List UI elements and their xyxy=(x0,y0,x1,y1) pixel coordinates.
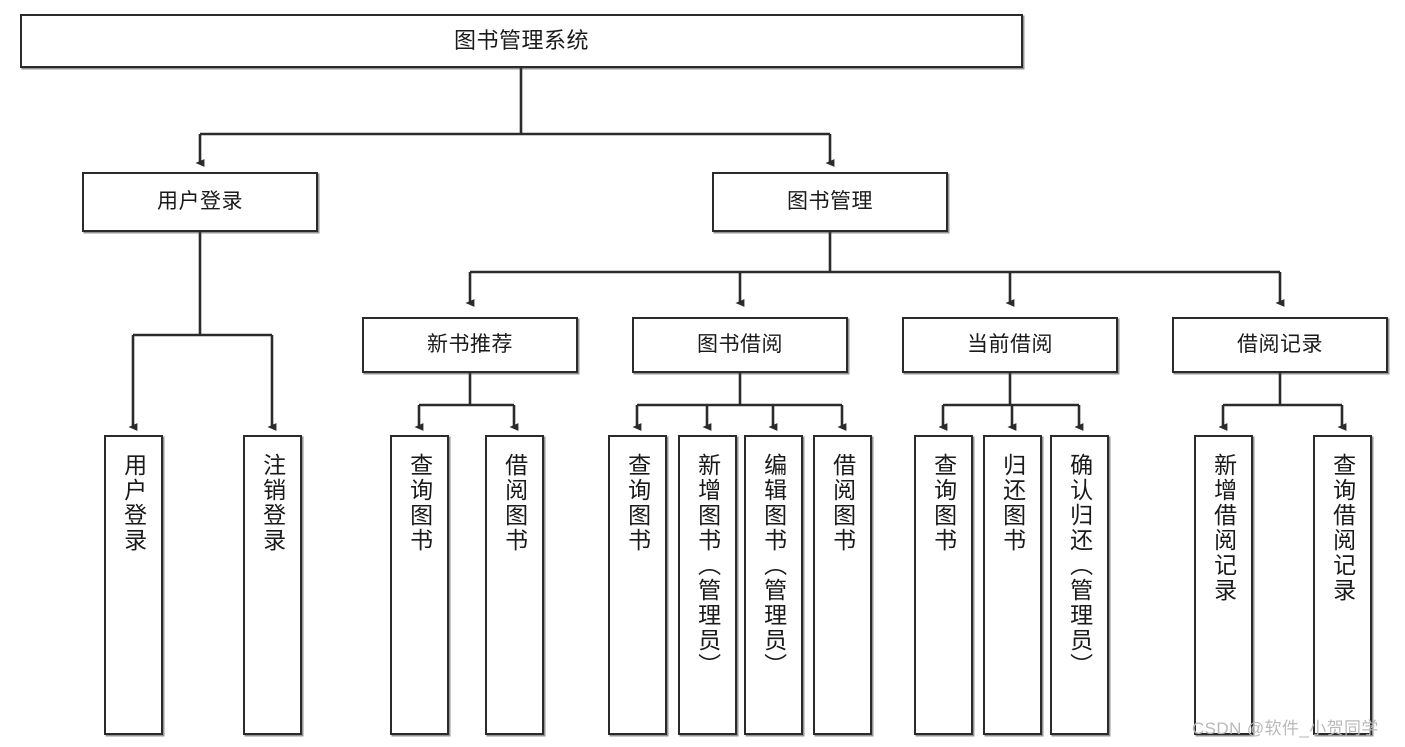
leaf-borrow-book-1[interactable]: 借阅图书 xyxy=(485,435,544,735)
leaf-borrow-book-1-label: 借阅图书 xyxy=(501,453,528,553)
leaf-edit-book[interactable]: 编辑图书（管理员） xyxy=(744,435,803,735)
leaf-user-login[interactable]: 用户登录 xyxy=(104,435,163,735)
node-user-login[interactable]: 用户登录 xyxy=(82,172,318,232)
leaf-query-book-1-label: 查询图书 xyxy=(406,453,433,553)
leaf-logout-login[interactable]: 注销登录 xyxy=(243,435,302,735)
leaf-user-login-label: 用户登录 xyxy=(120,453,147,553)
node-current-borrow-label: 当前借阅 xyxy=(967,332,1053,356)
leaf-return-book-label: 归还图书 xyxy=(999,453,1026,553)
leaf-logout-login-label: 注销登录 xyxy=(259,453,286,553)
node-book-borrow[interactable]: 图书借阅 xyxy=(632,317,848,373)
node-new-book-recommend-label: 新书推荐 xyxy=(427,332,513,356)
leaf-query-book-3-label: 查询图书 xyxy=(930,453,957,553)
leaf-query-book-2[interactable]: 查询图书 xyxy=(608,435,667,735)
leaf-query-record[interactable]: 查询借阅记录 xyxy=(1313,435,1372,735)
node-user-login-label: 用户登录 xyxy=(157,189,243,213)
leaf-edit-book-label: 编辑图书（管理员） xyxy=(760,453,787,678)
leaf-borrow-book-2[interactable]: 借阅图书 xyxy=(813,435,872,735)
leaf-confirm-return[interactable]: 确认归还（管理员） xyxy=(1050,435,1109,735)
node-book-manage[interactable]: 图书管理 xyxy=(712,172,948,232)
leaf-query-book-2-label: 查询图书 xyxy=(624,453,651,553)
leaf-add-book-label: 新增图书（管理员） xyxy=(694,453,721,678)
node-book-borrow-label: 图书借阅 xyxy=(697,332,783,356)
leaf-add-record[interactable]: 新增借阅记录 xyxy=(1194,435,1253,735)
leaf-query-book-3[interactable]: 查询图书 xyxy=(914,435,973,735)
leaf-confirm-return-label: 确认归还（管理员） xyxy=(1066,453,1093,678)
node-borrow-record-label: 借阅记录 xyxy=(1237,332,1323,356)
node-root-label: 图书管理系统 xyxy=(453,28,589,54)
leaf-query-book-1[interactable]: 查询图书 xyxy=(390,435,449,735)
leaf-borrow-book-2-label: 借阅图书 xyxy=(829,453,856,553)
leaf-add-record-label: 新增借阅记录 xyxy=(1210,453,1237,603)
node-borrow-record[interactable]: 借阅记录 xyxy=(1172,317,1388,373)
leaf-query-record-label: 查询借阅记录 xyxy=(1329,453,1356,603)
node-current-borrow[interactable]: 当前借阅 xyxy=(902,317,1118,373)
leaf-add-book[interactable]: 新增图书（管理员） xyxy=(678,435,737,735)
node-root[interactable]: 图书管理系统 xyxy=(20,14,1023,68)
leaf-return-book[interactable]: 归还图书 xyxy=(983,435,1042,735)
node-new-book-recommend[interactable]: 新书推荐 xyxy=(362,317,578,373)
node-book-manage-label: 图书管理 xyxy=(787,189,873,213)
